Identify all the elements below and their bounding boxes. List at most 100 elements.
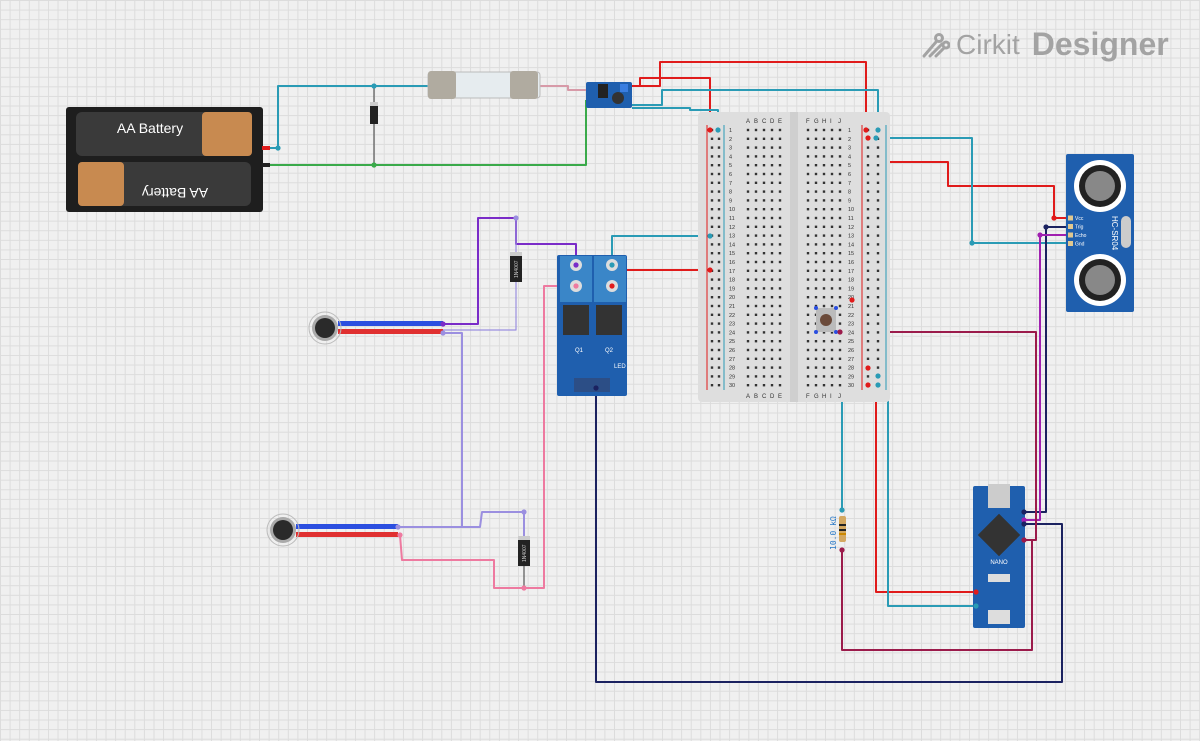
sensor-pin[interactable] [1068, 232, 1073, 238]
breadboard-hole[interactable] [754, 234, 758, 237]
breadboard-hole[interactable] [746, 164, 750, 167]
breadboard-hole[interactable] [830, 172, 834, 176]
breadboard-hole[interactable] [822, 234, 826, 237]
breadboard-hole[interactable] [806, 313, 810, 316]
breadboard-hole[interactable] [717, 190, 721, 193]
wire-junction[interactable] [1037, 232, 1043, 238]
breadboard-hole[interactable] [838, 208, 842, 211]
breadboard-hole[interactable] [866, 164, 870, 167]
breadboard-hole[interactable] [778, 348, 782, 352]
wire-junction[interactable] [513, 215, 519, 221]
breadboard-hole[interactable] [814, 243, 818, 246]
breadboard-hole[interactable] [770, 190, 774, 193]
breadboard-hole[interactable] [710, 164, 714, 167]
breadboard-hole[interactable] [762, 216, 766, 220]
breadboard-hole[interactable] [806, 243, 810, 246]
breadboard-hole[interactable] [866, 216, 870, 220]
breadboard-hole[interactable] [866, 269, 870, 272]
breadboard-hole[interactable] [866, 375, 870, 378]
breadboard-hole[interactable] [814, 172, 818, 176]
breadboard-hole[interactable] [830, 155, 834, 158]
breadboard-hole[interactable] [778, 269, 782, 272]
breadboard-hole[interactable] [770, 313, 774, 316]
breadboard-hole[interactable] [814, 366, 818, 369]
breadboard-hole[interactable] [830, 278, 834, 281]
breadboard-hole[interactable] [746, 243, 750, 246]
breadboard-hole[interactable] [710, 225, 714, 228]
wire-junction[interactable] [1043, 224, 1049, 230]
breadboard-hole[interactable] [754, 340, 758, 343]
breadboard-hole[interactable] [762, 260, 766, 264]
battery-holder[interactable]: AA Battery AA Battery [66, 107, 270, 212]
breadboard-hole[interactable] [746, 128, 750, 132]
breadboard-hole[interactable] [754, 128, 758, 132]
breadboard-hole[interactable] [762, 287, 766, 290]
breadboard-hole[interactable] [806, 128, 810, 132]
breadboard-hole[interactable] [754, 331, 758, 334]
breadboard-hole[interactable] [822, 190, 826, 193]
breadboard-hole[interactable] [830, 331, 834, 334]
breadboard-hole[interactable] [770, 384, 774, 387]
wire-junction[interactable] [521, 585, 527, 591]
breadboard-hole[interactable] [762, 146, 766, 149]
breadboard-hole[interactable] [746, 252, 750, 255]
breadboard-hole[interactable] [822, 155, 826, 158]
breadboard-hole[interactable] [822, 128, 826, 132]
breadboard-hole[interactable] [754, 322, 758, 325]
breadboard-hole[interactable] [866, 260, 870, 264]
breadboard-hole[interactable] [778, 278, 782, 281]
breadboard-hole[interactable] [717, 375, 721, 378]
breadboard-hole[interactable] [710, 155, 714, 158]
breadboard-hole[interactable] [746, 304, 750, 308]
breadboard-hole[interactable] [770, 304, 774, 308]
wire[interactable] [867, 138, 1068, 219]
breadboard-hole[interactable] [778, 313, 782, 316]
breadboard-hole[interactable] [806, 137, 810, 140]
breadboard-hole[interactable] [814, 269, 818, 272]
breadboard-hole[interactable] [838, 278, 842, 281]
breadboard-hole[interactable] [866, 278, 870, 281]
wire-junction[interactable] [371, 162, 377, 168]
breadboard-hole[interactable] [814, 137, 818, 140]
breadboard-hole[interactable] [710, 278, 714, 281]
breadboard-hole[interactable] [830, 216, 834, 220]
breadboard-hole[interactable] [806, 304, 810, 308]
breadboard-hole[interactable] [770, 234, 774, 237]
breadboard-hole[interactable] [814, 340, 818, 343]
breadboard-hole[interactable] [717, 269, 721, 272]
wire[interactable] [595, 388, 1063, 683]
breadboard-hole[interactable] [754, 260, 758, 264]
breadboard-hole[interactable] [778, 190, 782, 193]
breadboard-hole[interactable] [746, 172, 750, 176]
breadboard-hole[interactable] [770, 357, 774, 360]
breadboard-hole[interactable] [778, 208, 782, 211]
breadboard-hole[interactable] [717, 296, 721, 299]
breadboard-hole[interactable] [830, 208, 834, 211]
breadboard-hole[interactable] [838, 375, 842, 378]
wire-junction[interactable] [707, 127, 713, 133]
breadboard-hole[interactable] [806, 208, 810, 211]
breadboard-hole[interactable] [770, 164, 774, 167]
breadboard-hole[interactable] [754, 146, 758, 149]
breadboard-hole[interactable] [838, 181, 842, 184]
breadboard-hole[interactable] [830, 348, 834, 352]
breadboard-hole[interactable] [778, 304, 782, 308]
breadboard-hole[interactable] [838, 322, 842, 325]
breadboard-hole[interactable] [806, 366, 810, 369]
breadboard-hole[interactable] [770, 252, 774, 255]
breadboard-hole[interactable] [838, 384, 842, 387]
wire[interactable] [632, 77, 711, 130]
wire[interactable] [268, 100, 587, 166]
breadboard-hole[interactable] [778, 155, 782, 158]
breadboard-hole[interactable] [806, 252, 810, 255]
breadboard-hole[interactable] [822, 366, 826, 369]
breadboard-hole[interactable] [710, 384, 714, 387]
breadboard-hole[interactable] [814, 146, 818, 149]
breadboard-hole[interactable] [710, 322, 714, 325]
breadboard-hole[interactable] [876, 199, 880, 202]
wire-junction[interactable] [973, 589, 979, 595]
breadboard-hole[interactable] [717, 208, 721, 211]
breadboard-hole[interactable] [806, 375, 810, 378]
breadboard-hole[interactable] [822, 331, 826, 334]
breadboard-hole[interactable] [876, 313, 880, 316]
